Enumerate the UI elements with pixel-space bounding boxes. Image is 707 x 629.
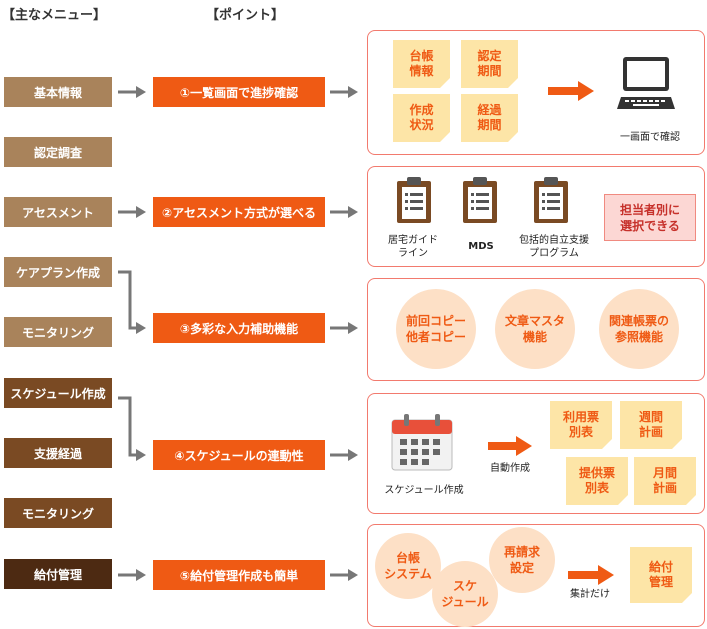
circle-schedule: スケ ジュール xyxy=(432,561,498,627)
note-provision-slip: 提供票 別表 xyxy=(566,457,628,505)
orange-arrow-icon xyxy=(548,81,594,101)
menu-item-assessment[interactable]: アセスメント xyxy=(4,197,112,227)
overview-caption: 一画面で確認 xyxy=(620,132,680,143)
label-mds: MDS xyxy=(468,241,494,252)
menu-item-certification-survey[interactable]: 認定調査 xyxy=(4,137,112,167)
panel-schedule: スケジュール作成 自動作成 利用票 別表 週間 計画 提供票 別表 月間 計画 xyxy=(367,393,705,514)
note-monthly-plan: 月間 計画 xyxy=(634,457,696,505)
circle-related-forms: 関連帳票の 参照機能 xyxy=(599,289,679,369)
point-3: ③多彩な入力補助機能 xyxy=(153,313,325,343)
note-certification-period: 認定 期間 xyxy=(461,40,518,88)
menu-item-schedule[interactable]: スケジュール作成 xyxy=(4,378,112,408)
note-elapsed-period: 経過 期間 xyxy=(461,94,518,142)
panel-assessment: 居宅ガイド ライン MDS 包括的自立支援 プログラム 担当者別に 選択できる xyxy=(367,166,705,267)
menu-item-benefit-management[interactable]: 給付管理 xyxy=(4,559,112,589)
computer-icon xyxy=(617,57,675,109)
badge-select-by-staff: 担当者別に 選択できる xyxy=(604,194,696,241)
menu-item-support-progress[interactable]: 支援経過 xyxy=(4,438,112,468)
note-usage-slip: 利用票 別表 xyxy=(550,401,612,449)
points-header: 【ポイント】 xyxy=(206,8,285,23)
menu-item-basic-info[interactable]: 基本情報 xyxy=(4,77,112,107)
panel-input-assist: 前回コピー 他者コピー 文章マスタ 機能 関連帳票の 参照機能 xyxy=(367,278,705,381)
label-kyotaku-guideline: 居宅ガイド ライン xyxy=(388,235,438,259)
menu-header: 【主なメニュー】 xyxy=(2,8,107,23)
note-ledger-info: 台帳 情報 xyxy=(393,40,450,88)
note-weekly-plan: 週間 計画 xyxy=(620,401,682,449)
calendar-caption: スケジュール作成 xyxy=(384,485,464,496)
circle-copy-functions: 前回コピー 他者コピー xyxy=(396,289,476,369)
menu-item-monitoring[interactable]: モニタリング xyxy=(4,317,112,347)
auto-create-label: 自動作成 xyxy=(490,463,530,474)
panel-benefit: 台帳 システム スケ ジュール 再請求 設定 集計だけ 給付 管理 xyxy=(367,524,705,627)
point-1: ①一覧画面で進捗確認 xyxy=(153,77,325,107)
clipboard-icon xyxy=(534,177,568,223)
panel-overview: 台帳 情報 認定 期間 作成 状況 経過 期間 一画面で確認 xyxy=(367,30,705,155)
orange-arrow-icon xyxy=(488,436,532,456)
point-2: ②アセスメント方式が選べる xyxy=(153,197,325,227)
circle-ledger-system: 台帳 システム xyxy=(375,533,441,599)
clipboard-icon xyxy=(397,177,431,223)
note-benefit-management: 給付 管理 xyxy=(630,547,692,603)
label-comprehensive-program: 包括的自立支援 プログラム xyxy=(519,235,589,259)
menu-item-monitoring-2[interactable]: モニタリング xyxy=(4,498,112,528)
aggregate-only-label: 集計だけ xyxy=(570,589,610,600)
note-creation-status: 作成 状況 xyxy=(393,94,450,142)
orange-arrow-icon xyxy=(568,565,614,585)
clipboard-icon xyxy=(463,177,497,223)
circle-rebilling: 再請求 設定 xyxy=(489,527,555,593)
point-4: ④スケジュールの連動性 xyxy=(153,440,325,470)
point-5: ⑤給付管理作成も簡単 xyxy=(153,560,325,590)
calendar-icon xyxy=(391,414,453,471)
menu-item-careplan[interactable]: ケアプラン作成 xyxy=(4,257,112,287)
circle-text-master: 文章マスタ 機能 xyxy=(495,289,575,369)
